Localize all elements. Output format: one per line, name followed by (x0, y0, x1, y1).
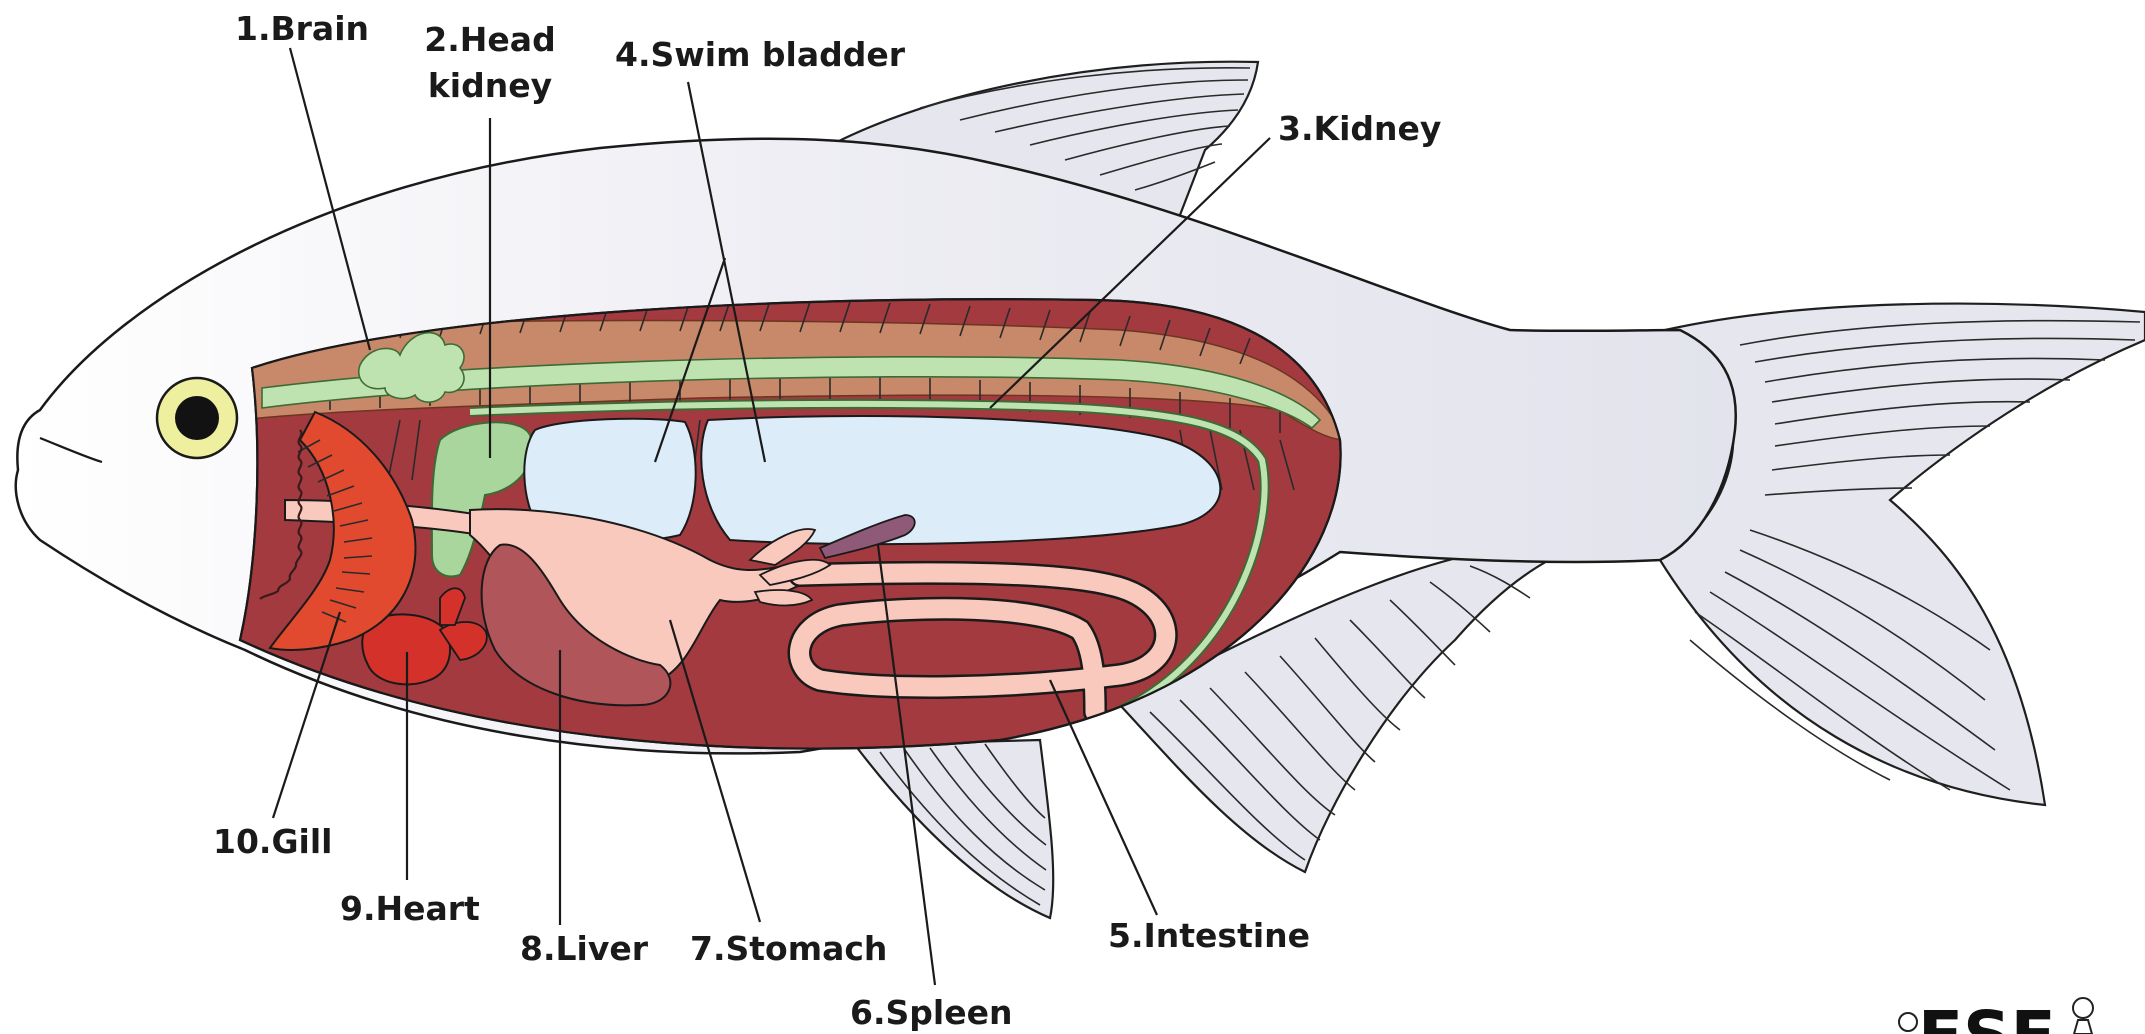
logo-figure-left (1899, 1013, 1917, 1031)
label-kidney: 3.Kidney (1278, 109, 1441, 148)
label-spleen: 6.Spleen (850, 993, 1012, 1032)
label-brain: 1.Brain (235, 9, 369, 48)
label-head-kidney-line1: 2.Head (424, 20, 555, 59)
logo-text: ESE (1918, 997, 2056, 1034)
ese-logo: ESE (1899, 997, 2093, 1034)
pelvic-fin (855, 740, 1053, 918)
label-intestine: 5.Intestine (1108, 916, 1310, 955)
label-stomach: 7.Stomach (690, 929, 887, 968)
swim-bladder-posterior (701, 416, 1220, 544)
label-swim-bladder: 4.Swim bladder (615, 35, 906, 74)
tail-fin (1660, 304, 2145, 805)
label-liver: 8.Liver (520, 929, 649, 968)
label-head-kidney-line2: kidney (428, 66, 552, 105)
label-heart: 9.Heart (340, 889, 480, 928)
label-gill: 10.Gill (213, 822, 332, 861)
eye (157, 378, 237, 458)
logo-figure-right (2073, 998, 2093, 1018)
